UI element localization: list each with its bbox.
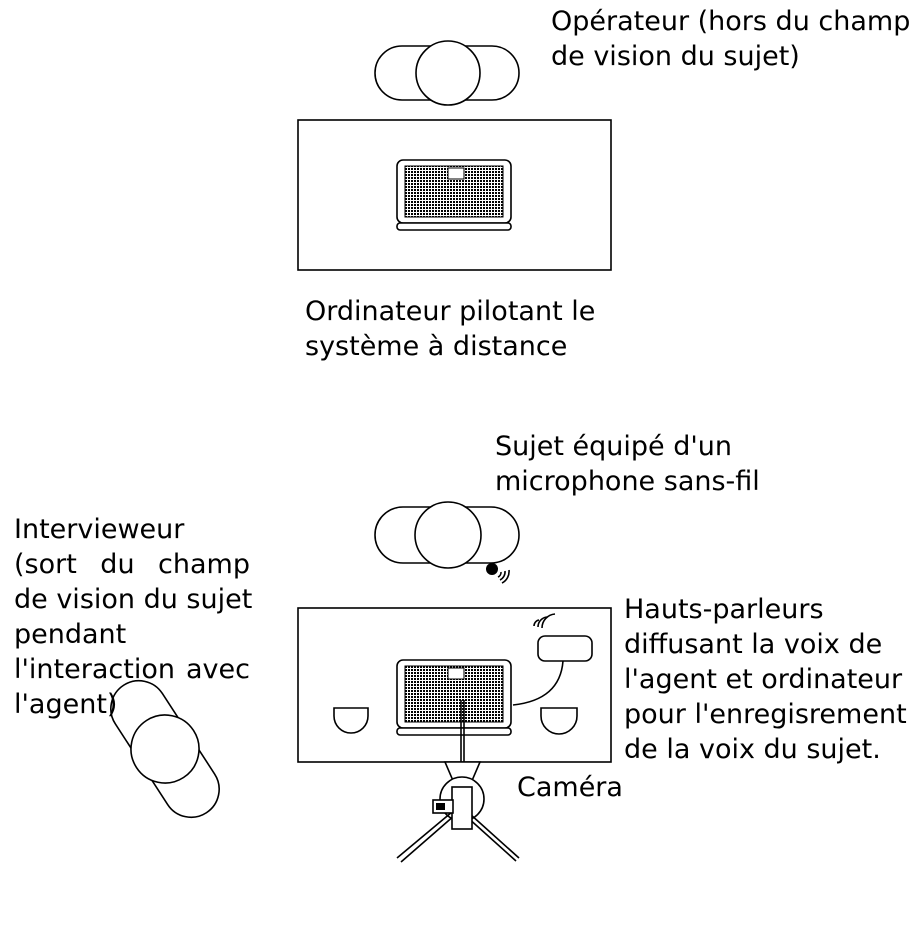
subject-figure [374,501,520,569]
interviewer-figure [110,679,220,819]
operator-laptop-icon [396,159,512,231]
interviewer-label: Intervieweur (sort du champ de vision du… [14,514,253,720]
subject-laptop-icon [396,659,512,736]
operator-figure [374,40,520,106]
camera-icon [396,700,520,863]
subject-label: Sujet équipé d'un microphone sans-fil [495,431,760,497]
speakers-label: Hauts-parleurs diffusant la voix de l'ag… [624,594,907,765]
camera-label: Caméra [517,772,623,803]
speaker-right-icon [540,707,578,735]
wireless-microphone-icon [486,563,510,584]
receiver-icon [512,613,593,706]
operator-label: Opérateur (hors du champ de vision du su… [551,6,911,72]
computer-label: Ordinateur pilotant le système à distanc… [305,296,596,362]
speaker-left-icon [333,707,369,734]
